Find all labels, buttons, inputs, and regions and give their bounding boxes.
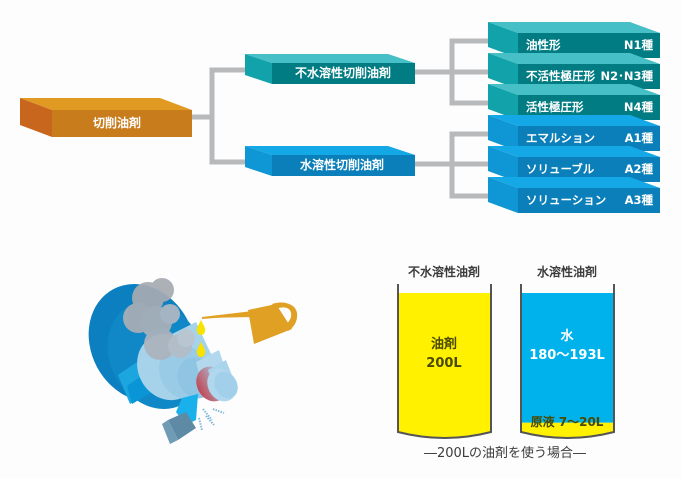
type-box-0-1-top-face: [488, 53, 660, 64]
category-box-non-water-soluble-front-face: [272, 63, 415, 84]
type-box-0-2-side-face: [488, 84, 518, 120]
tank-title-non-water-soluble: 不水溶性油剤: [407, 265, 480, 279]
type-box-1-2: [488, 177, 660, 213]
tank-liquid-segment: [521, 293, 614, 423]
type-code: A2種: [624, 162, 653, 176]
type-box-0-0-top-face: [488, 22, 660, 33]
category-box-water-soluble-front-face: [272, 155, 415, 176]
type-box-1-1-top-face: [488, 146, 660, 157]
type-box-0-1-side-face: [488, 53, 518, 89]
type-name: ソリューブル: [526, 162, 595, 176]
type-box-1-1-side-face: [488, 146, 518, 182]
root-box-shape: [20, 98, 192, 137]
chips-icon: [198, 408, 225, 431]
tank-oil-volume: 200L: [426, 356, 462, 371]
oil-drop-icon: [196, 320, 206, 357]
type-box-1-2-side-face: [488, 177, 518, 213]
category-boxes: [245, 54, 415, 176]
tank-concentrate-label: 原液 7〜20L: [530, 415, 604, 429]
type-boxes: [488, 22, 660, 213]
type-code: N2･N3種: [600, 69, 653, 83]
root-label: 切削油剤: [93, 116, 142, 130]
smoke-icon: [123, 278, 195, 360]
category-box-water-soluble-top-face: [245, 146, 415, 155]
tank-0: [397, 284, 492, 439]
category-box-non-water-soluble-top-face: [245, 54, 415, 63]
root-box-shape-side-face: [20, 98, 52, 137]
tank-water-label: 水: [560, 329, 574, 344]
type-code: N1種: [623, 38, 653, 52]
tank-wall: [520, 284, 615, 439]
root-box: [20, 98, 192, 137]
type-code: A3種: [624, 193, 653, 207]
type-box-1-0-top-face: [488, 115, 660, 126]
tank-1: [520, 284, 615, 439]
tank-wall: [397, 284, 492, 439]
cutting-tool-icon: [162, 394, 198, 444]
tank-comparison: [397, 284, 615, 439]
type-box-0-0-side-face: [488, 22, 518, 58]
type-name: ソリューション: [526, 193, 607, 207]
category-box-water-soluble: [245, 146, 415, 176]
tree-connectors: [187, 38, 506, 199]
type-box-0-2-top-face: [488, 84, 660, 95]
type-box-1-0-side-face: [488, 115, 518, 151]
category-box-non-water-soluble-side-face: [245, 54, 272, 84]
tank-title-water-soluble: 水溶性油剤: [536, 265, 597, 279]
category-box-non-water-soluble: [245, 54, 415, 84]
category-label-non-water-soluble: 不水溶性切削油剤: [295, 66, 392, 80]
tank-liquid-segment: [521, 422, 614, 438]
root-box-shape-front-face: [52, 110, 192, 137]
type-name: エマルション: [526, 131, 595, 145]
type-code: N4種: [623, 100, 653, 114]
type-name: 不活性極圧形: [526, 69, 595, 83]
category-box-water-soluble-side-face: [245, 146, 272, 176]
tank-caption: ―200Lの油剤を使う場合―: [423, 446, 587, 461]
tank-oil-label: 油剤: [430, 337, 457, 352]
root-box-shape-top-face: [20, 98, 192, 110]
type-box-1-2-front-face: [518, 188, 660, 213]
tank-water-volume: 180〜193L: [529, 348, 605, 363]
type-name: 油性形: [526, 38, 561, 52]
oil-can-icon: [202, 302, 298, 344]
tank-liquid-segment: [398, 293, 491, 438]
type-box-1-2-top-face: [488, 177, 660, 188]
lathe-illustration: [88, 278, 298, 444]
category-label-water-soluble: 水溶性切削油剤: [300, 158, 385, 172]
connector-root-branches: [209, 67, 265, 165]
type-name: 活性極圧形: [526, 100, 584, 114]
type-code: A1種: [624, 131, 653, 145]
